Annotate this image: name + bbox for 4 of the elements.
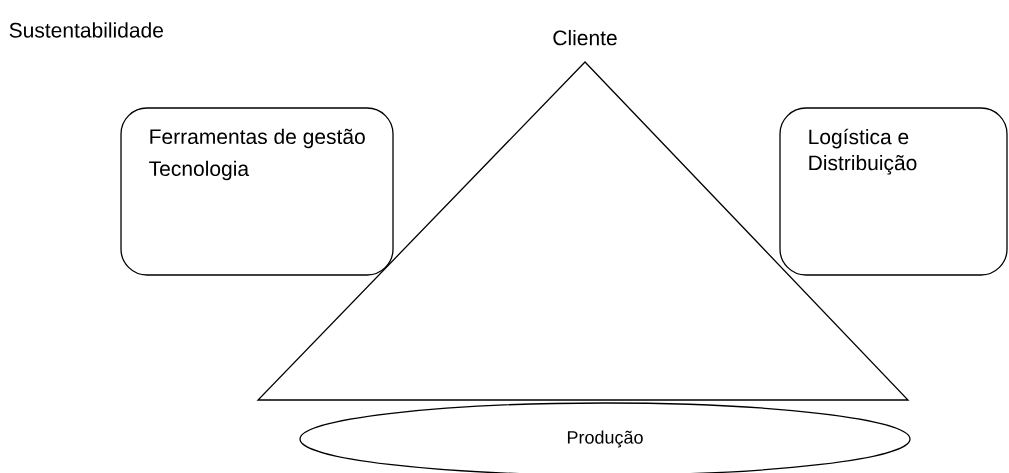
rounded-box: Ferramentas de gestão Tecnologia	[120, 107, 394, 276]
label: Sustentabilidade	[9, 22, 163, 38]
rounded-box: Logística e Distribuição	[779, 107, 1008, 276]
node-label: Cliente	[553, 29, 617, 46]
